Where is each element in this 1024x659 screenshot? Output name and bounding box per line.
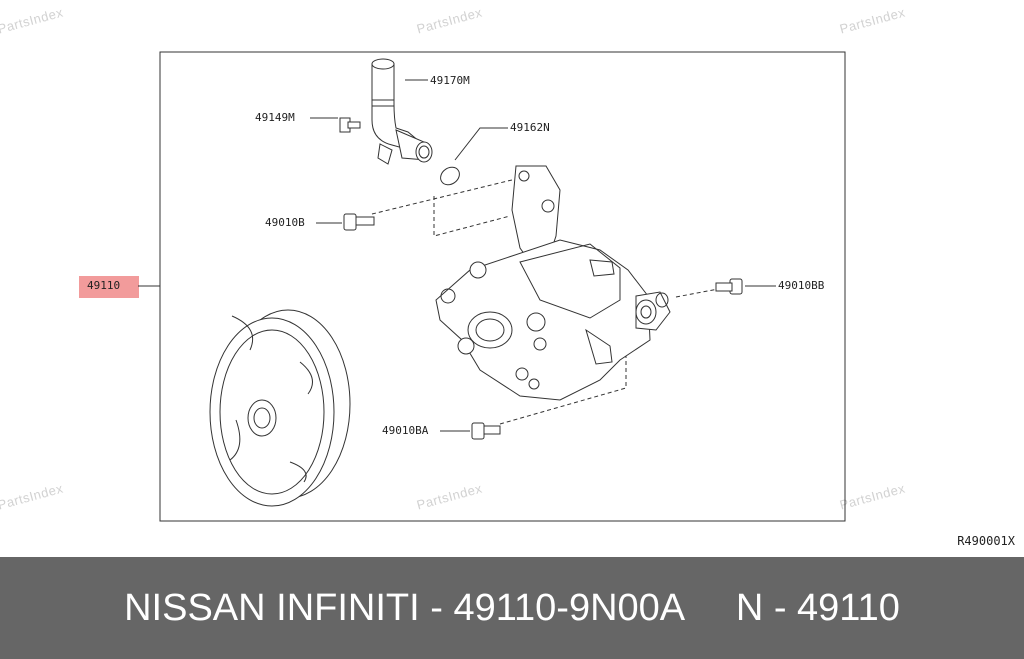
part-label-49010BA: 49010BA xyxy=(382,424,429,437)
part-label-49110: 49110 xyxy=(87,279,121,292)
pump-body-drawing xyxy=(435,165,671,401)
part-label-49010B: 49010B xyxy=(265,216,305,229)
part-label-49170M: 49170M xyxy=(430,74,470,87)
part-label-49149M: 49149M xyxy=(255,111,295,124)
bolt-49149M-drawing xyxy=(339,117,361,133)
leader-49162N xyxy=(454,127,508,161)
part-highlight xyxy=(79,276,139,298)
parts-diagram: PartsIndex PartsIndex PartsIndex PartsIn… xyxy=(0,5,1015,548)
reference-code: R490001X xyxy=(957,534,1015,548)
bolt-49010BA-drawing xyxy=(471,422,501,440)
bolt-49010BB-drawing xyxy=(715,278,743,295)
pulley-drawing xyxy=(209,309,351,507)
parts-drawing xyxy=(138,51,846,522)
footer-title: NISSAN INFINITI - 49110-9N00A N - 49110 xyxy=(124,586,900,629)
hose-fitting-drawing xyxy=(371,58,433,165)
part-label-49162N: 49162N xyxy=(510,121,550,134)
part-label-49010BB: 49010BB xyxy=(778,279,825,292)
footer-bar: NISSAN INFINITI - 49110-9N00A N - 49110 xyxy=(0,557,1024,659)
bolt-49010B-drawing xyxy=(343,213,375,231)
